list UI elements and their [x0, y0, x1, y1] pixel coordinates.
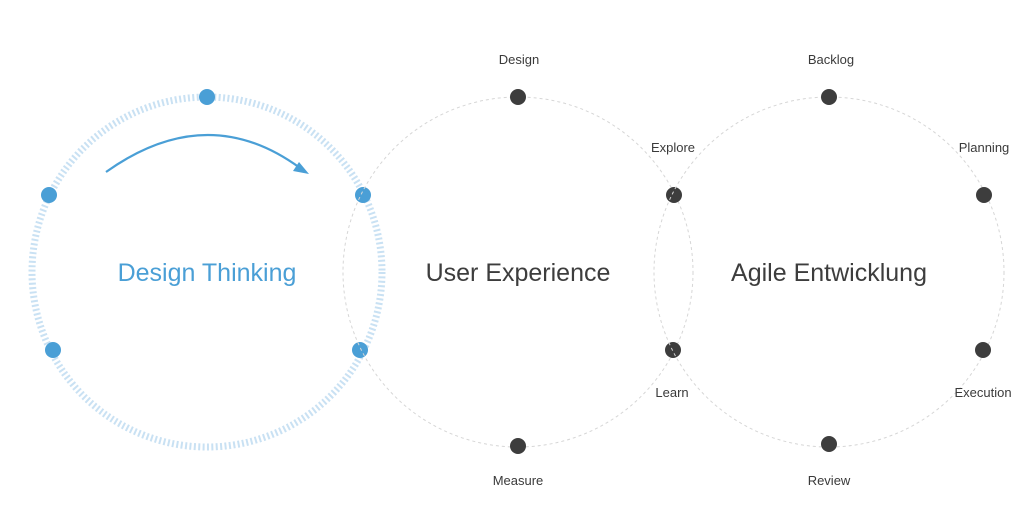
user-experience-title: User Experience [426, 259, 611, 287]
agile-node-planning[interactable] [976, 187, 992, 203]
design-thinking-node-upper-right[interactable] [355, 187, 371, 203]
arrow-head-icon [293, 162, 309, 174]
node-label-measure: Measure [493, 473, 544, 488]
node-label-learn: Learn [655, 385, 688, 400]
node-label-explore: Explore [651, 140, 695, 155]
clockwise-arrow-icon [105, 133, 301, 173]
user-experience-node-design[interactable] [510, 89, 526, 105]
node-label-planning: Planning [959, 140, 1010, 155]
user-experience-node-explore[interactable] [666, 187, 682, 203]
node-label-backlog: Backlog [808, 52, 854, 67]
user-experience-node-learn[interactable] [665, 342, 681, 358]
agile-node-backlog[interactable] [821, 89, 837, 105]
agile-node-review[interactable] [821, 436, 837, 452]
user-experience-circle[interactable]: Design Explore Learn Measure User Experi… [342, 52, 695, 488]
agile-node-execution[interactable] [975, 342, 991, 358]
agile-entwicklung-title: Agile Entwicklung [731, 259, 927, 287]
design-thinking-node-upper-left[interactable] [41, 187, 57, 203]
design-thinking-title: Design Thinking [118, 259, 297, 287]
node-label-review: Review [808, 473, 851, 488]
design-thinking-node-top[interactable] [199, 89, 215, 105]
user-experience-node-measure[interactable] [510, 438, 526, 454]
design-thinking-circle[interactable]: Design Thinking [28, 89, 386, 451]
design-thinking-node-lower-left[interactable] [45, 342, 61, 358]
node-label-execution: Execution [954, 385, 1011, 400]
node-label-design: Design [499, 52, 539, 67]
design-thinking-node-lower-right[interactable] [352, 342, 368, 358]
agile-entwicklung-circle[interactable]: Backlog Planning Execution Review Agile … [653, 52, 1012, 488]
